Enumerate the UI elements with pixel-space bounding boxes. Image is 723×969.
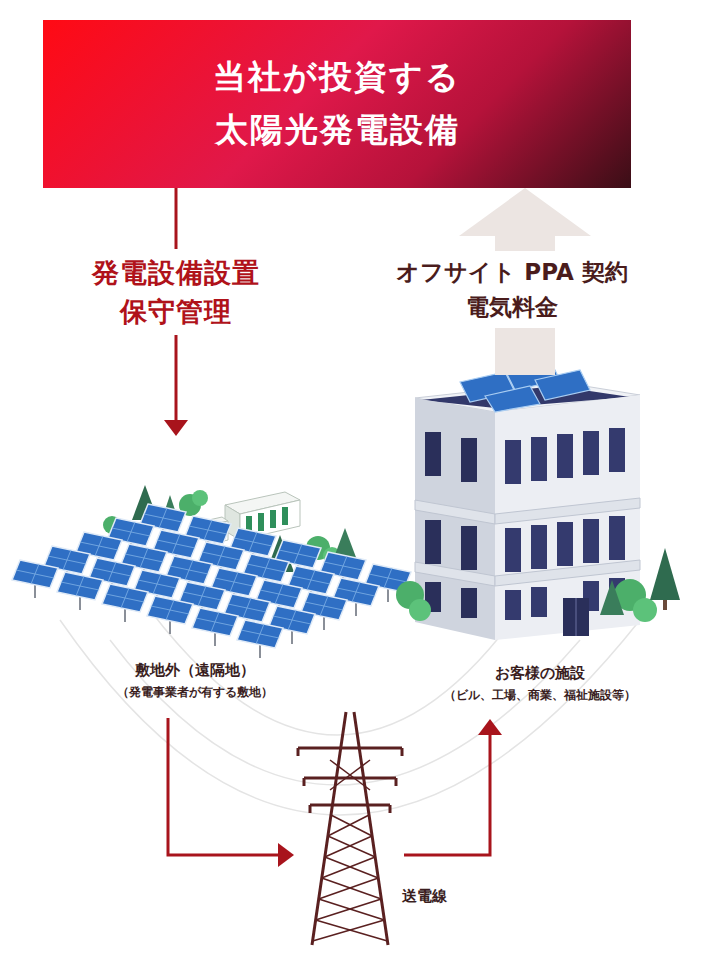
panel-cell-line (228, 604, 266, 612)
transmission-tower (298, 712, 402, 945)
window (583, 431, 599, 475)
node-title: お客様の施設 (495, 662, 585, 685)
node-subtitle: （ビル、工場、商業、福祉施設等） (444, 684, 636, 707)
panel-cell-line (189, 526, 227, 534)
panel-cell-line (106, 594, 144, 602)
window (425, 520, 441, 564)
background-arcs (60, 610, 640, 815)
window (531, 437, 547, 481)
panel-cell-line (93, 568, 131, 576)
node-title: 当社が投資する 太陽光発電設備 (177, 51, 497, 157)
tower-brace (328, 836, 375, 857)
connector-line (168, 718, 281, 855)
solar-panel (12, 560, 58, 588)
node-title: 送電線 (402, 887, 447, 906)
solar-farm-site: 敷地外（遠隔地）（発電事業者が有する敷地） (20, 440, 370, 712)
tower-brace (319, 899, 385, 920)
panel-cell-line (260, 590, 298, 598)
window (583, 519, 599, 563)
solar-panel (147, 596, 193, 624)
window (531, 525, 547, 569)
panel-cell-line (196, 618, 234, 626)
window (609, 428, 625, 472)
panel-cell-line (241, 630, 279, 638)
solar-panel (192, 608, 238, 636)
window (425, 432, 441, 476)
solar-panel (57, 572, 103, 600)
panel-cell-line (144, 514, 182, 522)
window (461, 438, 477, 482)
panel-cell-line (61, 582, 99, 590)
trees-building (396, 548, 680, 622)
panel-cell-line (273, 616, 311, 624)
panel-cell-line (324, 562, 362, 570)
panel-cell-line (247, 564, 285, 572)
node-title: 敷地外（遠隔地） (135, 659, 255, 682)
panel-cell-line (337, 588, 375, 596)
investment-box: 当社が投資する 太陽光発電設備 (43, 20, 631, 188)
panel-cell-line (138, 580, 176, 588)
panel-cell-line (48, 556, 86, 564)
window (461, 588, 477, 618)
window (609, 516, 625, 560)
arrowhead (164, 420, 188, 436)
transmission-line: 送電線 (300, 705, 400, 945)
arrowhead (478, 719, 502, 735)
trees-farm (103, 485, 357, 572)
panel-cell-line (125, 554, 163, 562)
connector (404, 719, 502, 855)
arc (60, 620, 640, 815)
tower-brace (325, 836, 372, 857)
window (505, 440, 521, 484)
window (557, 522, 573, 566)
tower-brace (330, 760, 370, 790)
panel-cell-line (215, 578, 253, 586)
connector-line (404, 732, 490, 855)
panel-cell-line (151, 606, 189, 614)
solar-panels (12, 504, 411, 658)
window (505, 590, 521, 620)
window (557, 434, 573, 478)
tower-brace (313, 920, 385, 941)
panel-cell-line (369, 574, 407, 582)
customer-facility: お客様の施設（ビル、工場、商業、福祉施設等） (385, 365, 695, 715)
panel-cell-line (170, 566, 208, 574)
edge-label: オフサイト PPA 契約 電気料金 (366, 251, 658, 328)
panel-cell-line (157, 540, 195, 548)
window (531, 587, 547, 617)
panel-cell-line (112, 528, 150, 536)
tower-brace (316, 920, 388, 941)
wide-arrowhead (459, 188, 591, 236)
tower-brace (322, 857, 375, 878)
node-subtitle: （発電事業者が有する敷地） (117, 681, 273, 704)
panel-cell-line (202, 552, 240, 560)
tower-brace (328, 815, 369, 836)
panel-cell-line (234, 538, 272, 546)
building (415, 382, 640, 640)
tower-brace (325, 857, 378, 878)
tower-brace (330, 760, 370, 790)
connector (168, 718, 294, 867)
edge-label: 発電設備設置 保守管理 (75, 249, 277, 335)
panel-cell-line (16, 570, 54, 578)
panel-cell-line (292, 576, 330, 584)
solar-panel (102, 584, 148, 612)
panel-cell-line (80, 542, 118, 550)
window (461, 526, 477, 570)
windows (425, 428, 625, 620)
solar-panel (237, 620, 283, 648)
panel-cell-line (279, 550, 317, 558)
tower-brace (316, 899, 382, 920)
arrowhead (278, 843, 294, 867)
tower-brace (319, 878, 379, 899)
tower-brace (331, 815, 372, 836)
panel-cell-line (183, 592, 221, 600)
panel-cell-line (305, 602, 343, 610)
window (505, 528, 521, 572)
tower-brace (322, 878, 382, 899)
